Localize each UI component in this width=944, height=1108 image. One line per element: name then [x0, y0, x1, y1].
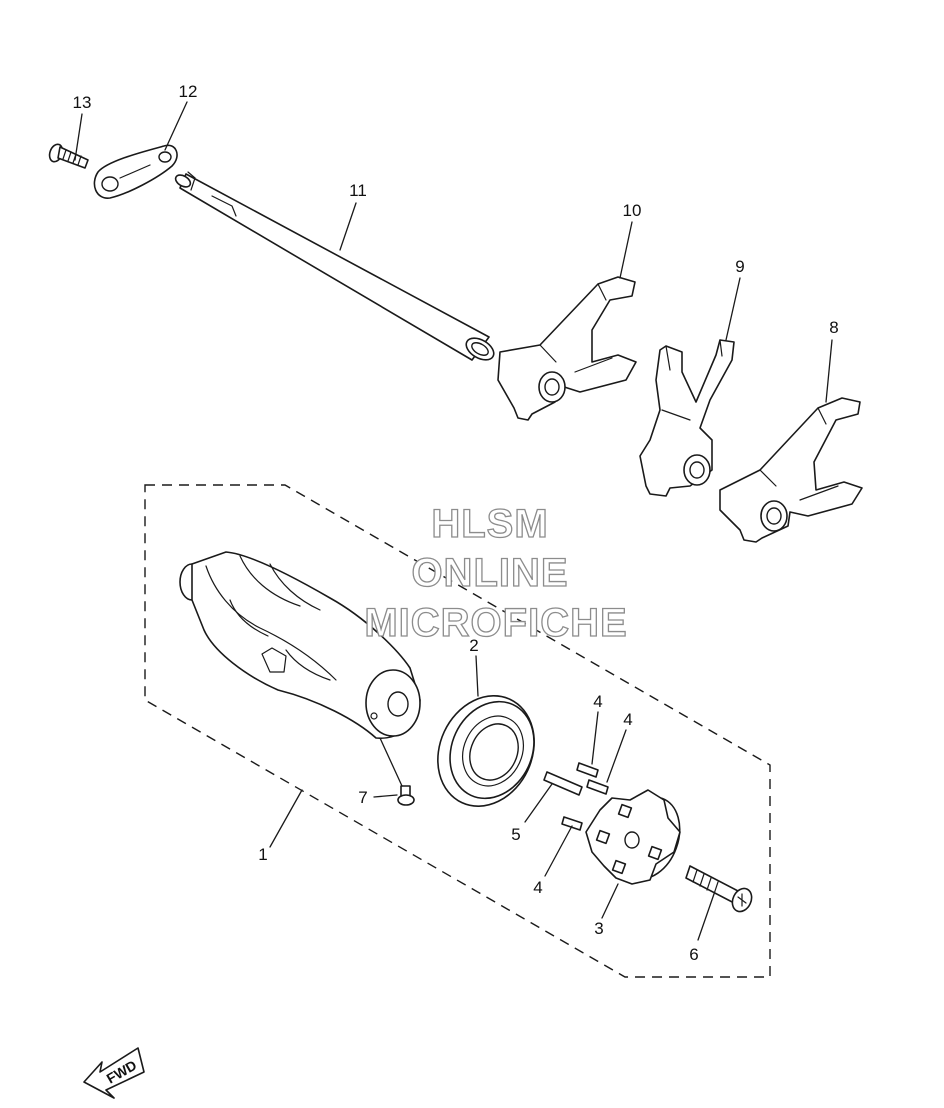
- callout-4a: 4: [593, 692, 602, 711]
- part-1-shift-drum: [179, 551, 421, 739]
- callout-4c: 4: [533, 878, 542, 897]
- part-12-stopper-plate: [93, 144, 178, 199]
- watermark: HLSM ONLINE MICROFICHE: [364, 501, 628, 645]
- part-13-screw: [48, 143, 89, 169]
- part-6-screw: [685, 865, 753, 913]
- part-5-pin: [543, 771, 583, 796]
- part-3-segment: [585, 789, 681, 885]
- leader-lines: [74, 101, 833, 941]
- callout-12: 12: [179, 82, 198, 101]
- callout-9: 9: [735, 257, 744, 276]
- watermark-line-2: ONLINE: [411, 551, 568, 595]
- watermark-line-3: MICROFICHE: [364, 601, 627, 645]
- part-7-screw: [397, 785, 415, 806]
- part-2-bearing: [437, 695, 535, 807]
- callout-6: 6: [689, 945, 698, 964]
- part-8-shift-fork: [719, 397, 863, 543]
- callout-11: 11: [349, 181, 367, 200]
- part-11-guide-bar: [174, 171, 495, 361]
- callout-7: 7: [358, 788, 367, 807]
- callout-10: 10: [623, 201, 642, 220]
- callout-13: 13: [73, 93, 92, 112]
- callout-3: 3: [594, 919, 603, 938]
- assembly-boundary: [144, 484, 771, 978]
- part-9-shift-fork: [639, 339, 735, 497]
- watermark-line-1: HLSM: [431, 502, 548, 546]
- part-4-pins: [561, 762, 609, 831]
- callouts: 1 2 3 4 4 4 5 6 7 8 9 10 11 12 13: [73, 82, 839, 964]
- callout-1: 1: [258, 845, 267, 864]
- part-10-shift-fork: [497, 276, 637, 421]
- fwd-arrow: FWD: [83, 1047, 145, 1099]
- callout-4b: 4: [623, 710, 632, 729]
- callout-2: 2: [469, 636, 478, 655]
- callout-8: 8: [829, 318, 838, 337]
- callout-5: 5: [511, 825, 520, 844]
